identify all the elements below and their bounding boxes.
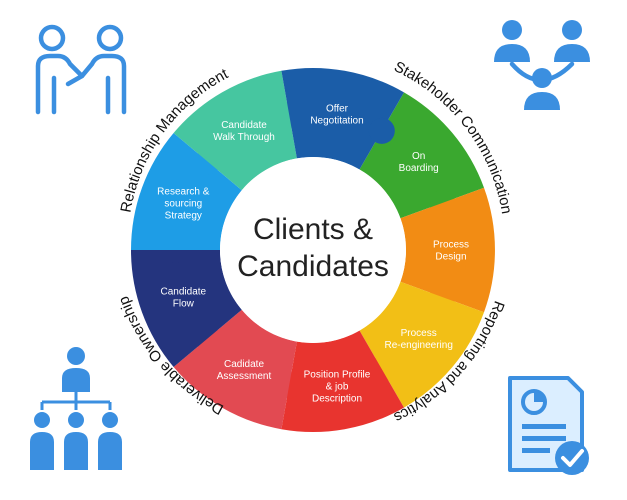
report-checklist-icon bbox=[508, 376, 589, 475]
center-circle bbox=[220, 157, 406, 343]
ring-segment-4 bbox=[281, 330, 404, 432]
ring-segment-5 bbox=[173, 309, 297, 430]
ring-segment-6 bbox=[131, 250, 242, 367]
ring-segment-2 bbox=[400, 187, 495, 313]
center-title-line1: Clients & bbox=[253, 213, 373, 246]
ring-segment-9 bbox=[281, 68, 404, 170]
puzzle-knob-9 bbox=[368, 117, 395, 144]
handshake-icon bbox=[35, 24, 127, 115]
ring-segment-7 bbox=[131, 133, 242, 250]
ring-segment-8 bbox=[173, 70, 297, 191]
team-network-icon bbox=[494, 20, 590, 110]
center-title-line2: Candidates bbox=[237, 250, 389, 283]
org-chart-icon bbox=[30, 347, 122, 470]
